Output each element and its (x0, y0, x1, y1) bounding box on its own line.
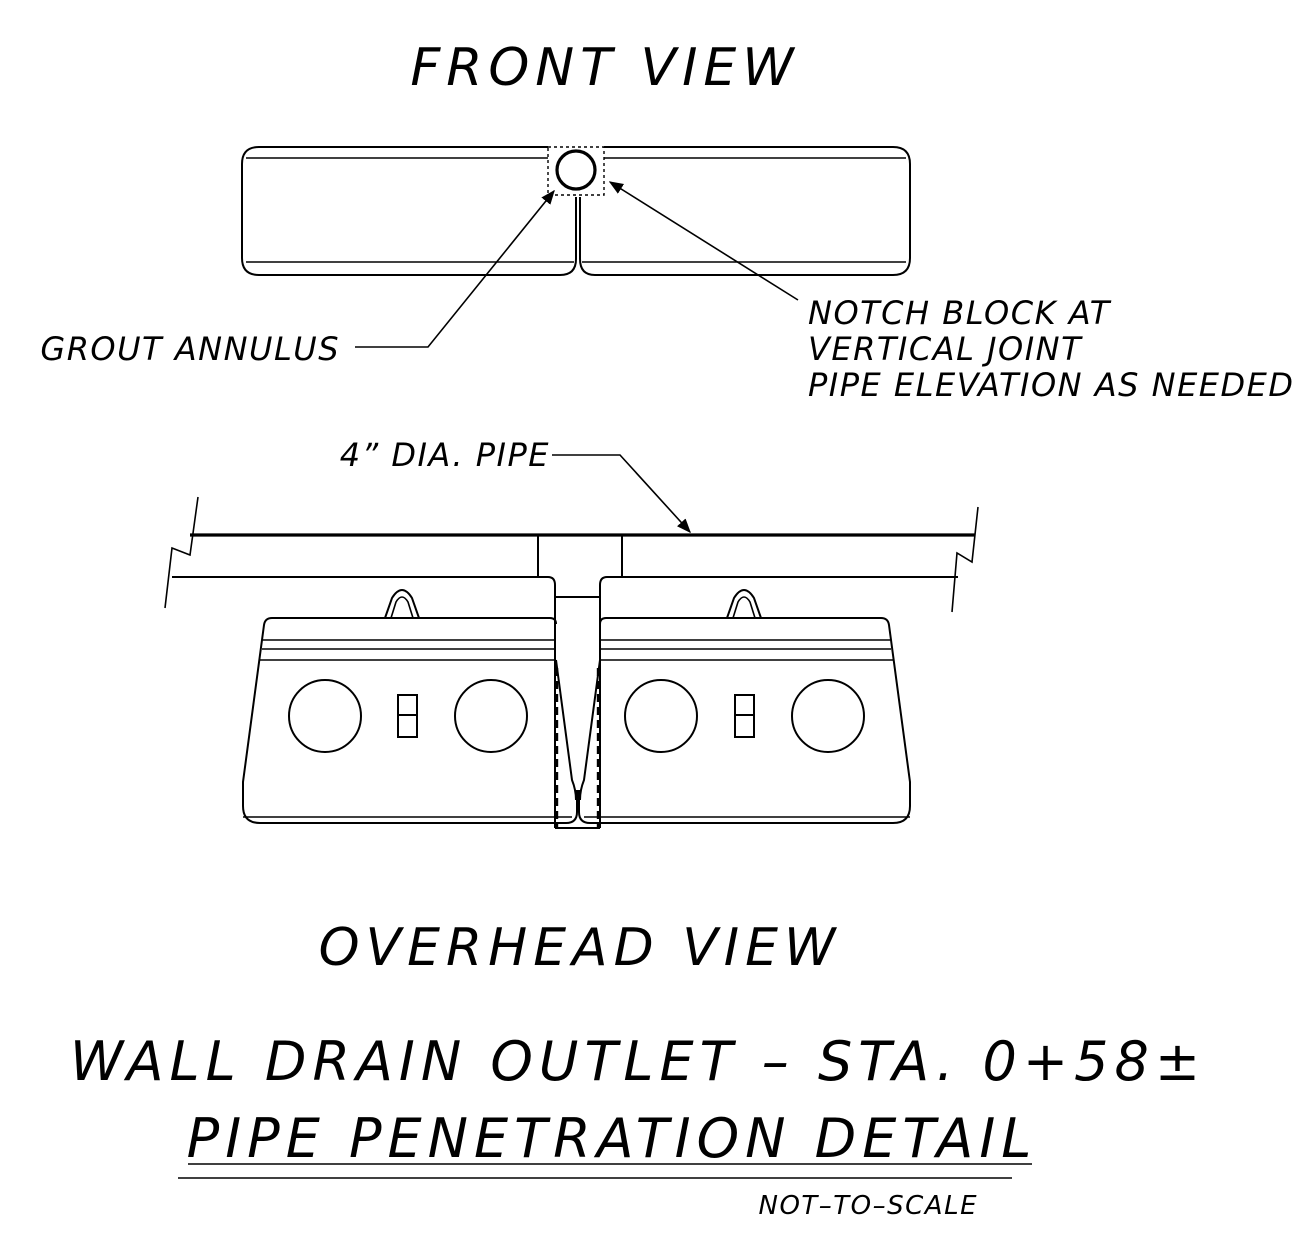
notch-block-label-line-3: PIPE ELEVATION AS NEEDED (808, 366, 1295, 404)
notch-block-leader (608, 181, 799, 301)
grout-annulus-label: GROUT ANNULUS (40, 330, 340, 368)
right-block-taper (579, 659, 601, 801)
notch-block-callout: NOTCH BLOCK AT VERTICAL JOINT PIPE ELEVA… (608, 181, 1295, 404)
notch-block-label-line-1: NOTCH BLOCK AT (808, 294, 1112, 332)
right-block-core-1 (624, 679, 698, 753)
left-block-core-2 (454, 679, 528, 753)
front-pipe-circle (555, 149, 597, 191)
left-block-outline (242, 617, 578, 824)
pipe-callout-leader (552, 454, 691, 534)
pipe-callout: 4” DIA. PIPE (340, 436, 691, 534)
front-notch-outline (547, 146, 605, 196)
front-view-drawing (241, 146, 911, 276)
left-break-line (164, 496, 199, 609)
detail-title-line-2: PIPE PENETRATION DETAIL (187, 1107, 1038, 1170)
left-block-lift-loop-inner (390, 596, 414, 619)
pipe-joint-channel-right (599, 576, 622, 828)
right-break-line (951, 506, 979, 613)
detail-title-line-1: WALL DRAIN OUTLET – STA. 0+58± (70, 1030, 1206, 1093)
front-view-title: FRONT VIEW (410, 38, 799, 98)
pipe-callout-label: 4” DIA. PIPE (340, 436, 550, 474)
overhead-left-block (242, 589, 578, 828)
overhead-view-drawing (164, 496, 979, 829)
right-block-core-2 (791, 679, 865, 753)
grout-annulus-callout: GROUT ANNULUS (40, 189, 555, 368)
overhead-right-block (578, 589, 911, 828)
notch-block-label-line-2: VERTICAL JOINT (808, 330, 1083, 368)
front-right-block (579, 146, 911, 276)
grout-annulus-leader (355, 189, 555, 348)
left-block-taper (555, 659, 577, 801)
right-block-outline (578, 617, 911, 824)
pipe-joint-channel-left (538, 576, 556, 828)
right-block-lift-loop-inner (732, 596, 756, 619)
overhead-view-title: OVERHEAD VIEW (319, 918, 842, 978)
left-block-lift-loop (384, 589, 420, 619)
front-left-block (241, 146, 577, 276)
right-block-lift-loop (726, 589, 762, 619)
left-block-core-1 (288, 679, 362, 753)
scale-note: NOT–TO–SCALE (759, 1191, 979, 1221)
